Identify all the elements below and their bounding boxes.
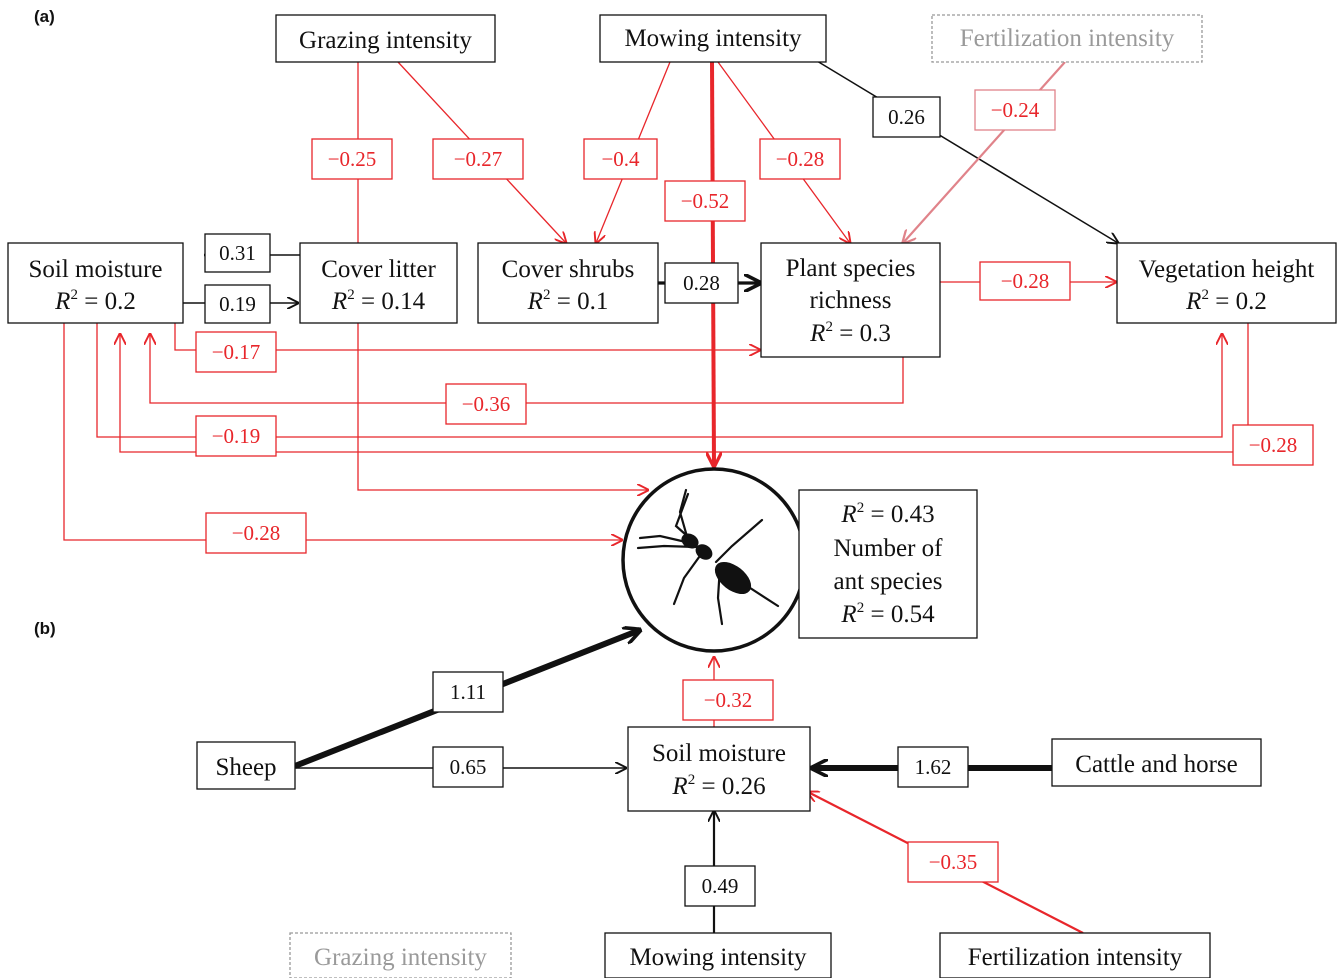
plant-richness-r2: R2 = 0.3 — [809, 319, 891, 347]
node-plant-richness-line1: Plant species — [786, 255, 916, 282]
coef-soil-to-litter: 0.19 — [219, 292, 256, 316]
path-fertilization-to-richness — [903, 61, 1066, 243]
soil-moisture-b-r2: R2 = 0.26 — [671, 772, 765, 800]
ant-r2-panel-b: R2 = 0.54 — [840, 600, 935, 628]
node-cover-litter: Cover litter — [321, 256, 436, 283]
node-cover-shrubs: Cover shrubs — [502, 256, 635, 283]
path-soil-to-ants — [63, 323, 622, 540]
node-soil-moisture: Soil moisture — [28, 256, 162, 283]
ant-circle — [621, 467, 807, 653]
node-plant-richness-line2: richness — [810, 287, 892, 314]
node-fertilization-intensity: Fertilization intensity — [960, 25, 1175, 52]
coef-sheep-to-soil: 0.65 — [450, 755, 487, 779]
path-grazing-to-ants — [357, 62, 648, 490]
node-sheep: Sheep — [215, 754, 276, 781]
path-mowing-to-height — [811, 57, 1118, 243]
node-cattle-horse: Cattle and horse — [1075, 751, 1237, 778]
coef-grazing-to-shrubs: −0.27 — [454, 147, 503, 171]
panel-b-coefficients: 1.11 0.65 −0.32 1.62 0.49 −0.35 — [432, 671, 999, 907]
ant-r2-panel-a: R2 = 0.43 — [840, 500, 934, 528]
node-mowing-intensity: Mowing intensity — [624, 25, 802, 52]
panel-a-coefficients: 0.31 0.19 −0.25 −0.27 −0.4 −0.52 −0.28 0… — [195, 89, 1314, 554]
coef-shrubs-to-richness: 0.28 — [683, 271, 720, 295]
coef-cattle-to-soil: 1.62 — [915, 755, 952, 779]
coef-fertilization-to-richness: −0.24 — [991, 98, 1040, 122]
node-grazing-intensity-b: Grazing intensity — [314, 944, 487, 971]
node-mowing-intensity-b: Mowing intensity — [629, 944, 807, 971]
node-grazing-intensity: Grazing intensity — [299, 27, 472, 54]
coef-soil-to-ants: −0.28 — [232, 521, 281, 545]
cover-litter-r2: R2 = 0.14 — [331, 287, 426, 315]
node-soil-moisture-b: Soil moisture — [652, 740, 786, 767]
coef-soil-b-to-ants: −0.32 — [704, 688, 753, 712]
ant-node — [621, 467, 807, 653]
path-soil-to-height — [96, 323, 1222, 438]
soil-moisture-r2: R2 = 0.2 — [54, 287, 136, 315]
cover-shrubs-r2: R2 = 0.1 — [527, 287, 609, 315]
coef-richness-to-soil: −0.36 — [462, 392, 511, 416]
coef-richness-to-height: −0.28 — [1001, 269, 1050, 293]
coef-height-to-soil: −0.28 — [1249, 433, 1298, 457]
coef-mowing-to-ants: −0.52 — [681, 189, 730, 213]
vegetation-height-r2: R2 = 0.2 — [1185, 287, 1267, 315]
coef-sheep-to-ants: 1.11 — [450, 680, 486, 704]
node-fertilization-intensity-b: Fertilization intensity — [968, 944, 1183, 971]
ant-label-line1: Number of — [834, 535, 944, 562]
ant-label-line2: ant species — [834, 568, 943, 595]
coef-mowing-to-richness: −0.28 — [776, 147, 825, 171]
coef-mowing-to-shrubs: −0.4 — [601, 147, 640, 171]
coef-soil-to-height: −0.19 — [212, 424, 261, 448]
path-soil-to-richness — [174, 323, 760, 350]
coef-fertilization-b-to-soil: −0.35 — [929, 850, 978, 874]
coef-mowing-to-height: 0.26 — [888, 105, 925, 129]
path-height-to-soil — [120, 323, 1249, 453]
coef-soil-to-richness: −0.17 — [212, 340, 261, 364]
panel-a-nodes: Grazing intensity Mowing intensity Ferti… — [7, 14, 1337, 358]
panel-label-a: (a) — [34, 7, 55, 26]
coef-mowing-b-to-soil: 0.49 — [702, 874, 739, 898]
node-vegetation-height: Vegetation height — [1139, 256, 1315, 283]
coef-grazing-to-ants: −0.25 — [328, 147, 377, 171]
panel-label-b: (b) — [34, 619, 56, 638]
panel-b-nodes: Sheep Soil moisture R2 = 0.26 Cattle and… — [196, 726, 1262, 978]
coef-litter-to-soil: 0.31 — [219, 241, 256, 265]
